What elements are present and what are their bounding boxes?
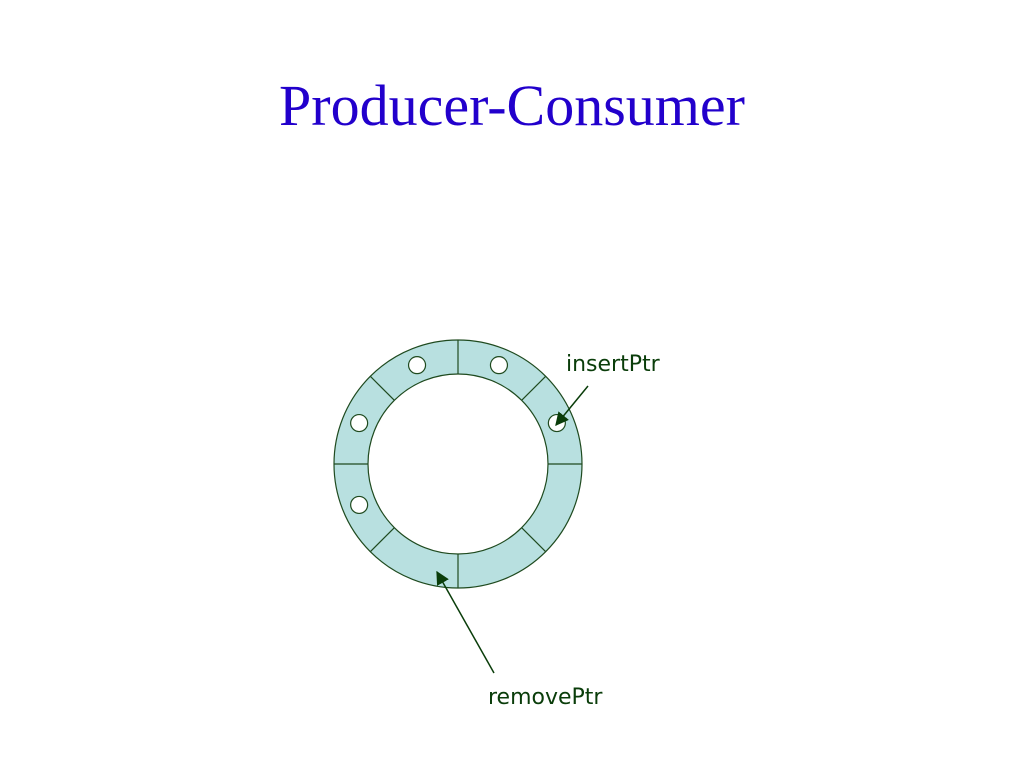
remove-pointer-arrow xyxy=(436,570,495,674)
buffer-items xyxy=(350,356,566,515)
remove-pointer-label: removePtr xyxy=(488,685,603,710)
slot-divider xyxy=(521,375,547,401)
slot-divider xyxy=(369,527,395,553)
buffer-item xyxy=(407,356,427,375)
insert-pointer-arrow xyxy=(555,385,589,427)
slot-divider xyxy=(369,375,395,401)
slot-divider xyxy=(521,527,547,553)
slide-title: Producer-Consumer xyxy=(279,73,745,138)
insert-pointer-label: insertPtr xyxy=(566,352,661,377)
buffer-item xyxy=(489,356,509,375)
buffer-item xyxy=(350,413,369,433)
buffer-item xyxy=(350,495,369,515)
circular-buffer xyxy=(333,339,583,589)
